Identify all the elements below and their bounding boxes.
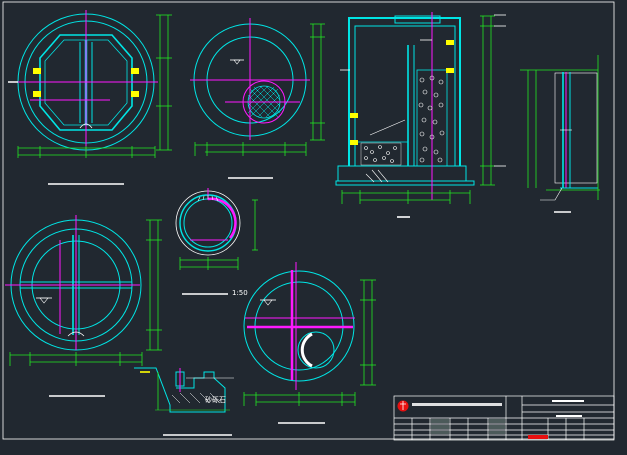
plan-view-pipe [243,262,355,390]
plan-view-pipe-dimensions [243,279,376,406]
scale-label: 1:50 [232,289,248,297]
section-view-well-elevation-marks [494,14,506,167]
title-block-filled-cells [412,400,584,439]
gravel-label: 砂砾石 [205,396,226,404]
company-logo-icon [397,400,409,412]
plan-view-grating-dimensions [194,23,325,156]
wall-detail-view [520,55,600,201]
sheet-frame [2,1,615,440]
ring-detail-view [175,188,258,270]
plan-view-grating [190,18,310,140]
section-view-well [335,12,475,200]
section-view-well-gravel [364,75,445,163]
plan-view-cross [5,215,142,351]
section-view-well-dimensions [341,15,495,204]
plan-view-octagon [8,10,158,152]
title-block [393,395,615,441]
plan-view-cross-dimensions [9,219,162,366]
plan-view-octagon-dimensions [17,14,172,158]
footing-section-view [134,367,234,413]
